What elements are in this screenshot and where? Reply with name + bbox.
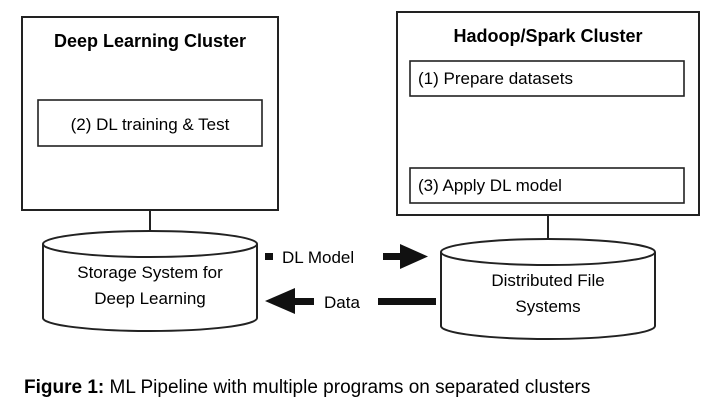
storage-label-line1: Storage System for [77, 263, 223, 282]
deep-learning-cluster: Deep Learning Cluster (2) DL training & … [21, 16, 279, 211]
dfs-cylinder-body [440, 252, 656, 340]
data-arrow-shaft [378, 298, 436, 305]
storage-cylinder-body [42, 244, 258, 332]
apply-model-step-box [409, 167, 685, 204]
dl-training-step-label: (2) DL training & Test [71, 115, 230, 134]
dl-training-step-box [37, 99, 263, 147]
data-arrow-label: Data [324, 293, 360, 312]
data-arrow: Data [265, 288, 436, 314]
dl-model-arrow-shaft [383, 253, 403, 260]
apply-model-step-label: (3) Apply DL model [418, 176, 562, 195]
dl-model-arrow-head [400, 244, 428, 269]
figure-caption-label: Figure 1: [24, 377, 104, 398]
figure-caption-text: ML Pipeline with multiple programs on se… [104, 377, 590, 398]
figure-caption: Figure 1: ML Pipeline with multiple prog… [24, 377, 590, 398]
data-arrow-head [265, 288, 295, 314]
data-arrow-neck [292, 298, 314, 305]
hadoop-spark-cluster: Hadoop/Spark Cluster (1) Prepare dataset… [396, 11, 700, 216]
dl-model-arrow: DL Model [265, 244, 428, 269]
dl-model-arrow-tail [265, 253, 273, 260]
dfs-label-line2: Systems [515, 297, 580, 316]
storage-cylinder-top [42, 230, 258, 258]
dl-model-arrow-label: DL Model [282, 248, 354, 267]
storage-label-line2: Deep Learning [94, 289, 206, 308]
storage-system-cylinder: Storage System for Deep Learning [42, 230, 258, 332]
distributed-file-systems-cylinder: Distributed File Systems [440, 238, 656, 340]
hadoop-spark-cluster-title: Hadoop/Spark Cluster [453, 26, 642, 46]
deep-learning-cluster-title: Deep Learning Cluster [54, 31, 246, 51]
dfs-cylinder-top [440, 238, 656, 266]
prepare-datasets-step-label: (1) Prepare datasets [418, 69, 573, 88]
dfs-label-line1: Distributed File [491, 271, 604, 290]
prepare-datasets-step-box [409, 60, 685, 97]
